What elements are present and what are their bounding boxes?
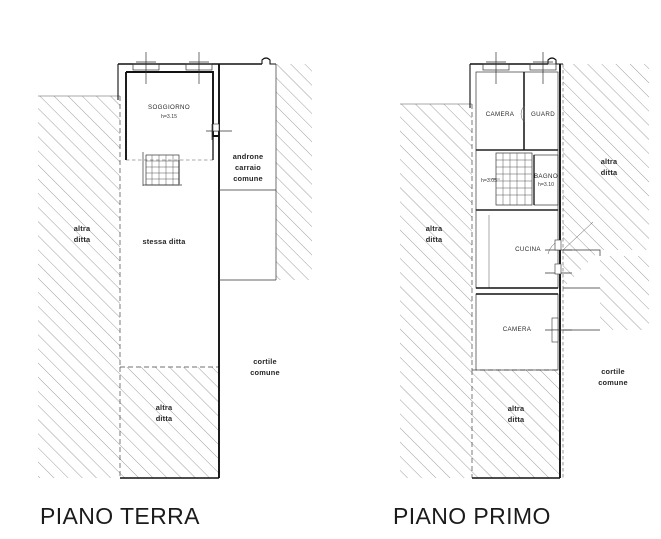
room-height-bagno: h=3.10 (538, 182, 554, 188)
area-label-primo-altra-ditta-left-1: altra (426, 224, 443, 233)
hatch-area-primo-right-lower (600, 256, 649, 330)
area-label-primo-altra-ditta-right-2: ditta (601, 168, 618, 177)
area-label-altra-ditta-left-2: ditta (74, 235, 91, 244)
plan-piano-primo: CAMERA GUARD BAGNO h=3.10 h=3.05 CUCINA … (400, 52, 649, 479)
window-primo-1 (482, 52, 510, 84)
hatch-area-primo-bottom (472, 370, 560, 478)
building-outline-terra (119, 64, 220, 479)
door-terra-right (206, 123, 232, 140)
room-label-guard: GUARD (531, 111, 555, 118)
area-label-primo-cortile-2: comune (598, 378, 628, 387)
window-primo-2 (529, 52, 557, 84)
window-terra-2 (185, 52, 213, 84)
area-label-primo-altra-ditta-bottom-1: altra (508, 404, 525, 413)
area-label-primo-altra-ditta-bottom-2: ditta (508, 415, 525, 424)
cortile-boundary-primo (562, 288, 600, 478)
hatch-area-primo-right-upper (563, 64, 649, 288)
area-label-primo-altra-ditta-right-1: altra (601, 157, 618, 166)
exterior-wall-top-primo (469, 57, 563, 108)
area-label-altra-ditta-bottom-1: altra (156, 403, 173, 412)
room-label-camera-lower: CAMERA (503, 326, 532, 333)
room-label-bagno: BAGNO (534, 173, 558, 180)
door-cucina-right-2 (545, 263, 572, 275)
door-camera-guard (520, 105, 525, 123)
room-label-cucina: CUCINA (515, 246, 541, 253)
area-label-androne-1: androne (233, 152, 264, 161)
stair-height-primo: h=3.05 (481, 178, 497, 184)
area-label-stessa-ditta: stessa ditta (142, 237, 186, 246)
area-label-primo-cortile-1: cortile (601, 367, 625, 376)
area-label-altra-ditta-left: altra (74, 224, 91, 233)
plan-title-piano-terra: PIANO TERRA (40, 503, 200, 529)
area-label-cortile-comune-terra-2: comune (250, 368, 280, 377)
area-label-androne-2: carraio (235, 163, 261, 172)
window-terra-1 (132, 52, 160, 84)
hatch-area-primo-left (400, 103, 472, 478)
room-label-soggiorno: SOGGIORNO (148, 104, 190, 111)
hatch-area-altra-ditta-bottom (120, 367, 219, 478)
area-label-primo-altra-ditta-left-2: ditta (426, 235, 443, 244)
room-soggiorno (125, 71, 219, 161)
room-label-camera-upper: CAMERA (486, 111, 515, 118)
area-label-cortile-comune-terra-1: cortile (253, 357, 277, 366)
balcony-corner-primo (562, 221, 601, 289)
room-height-soggiorno: h=3.15 (161, 114, 177, 120)
plan-title-piano-primo: PIANO PRIMO (393, 503, 551, 529)
area-label-androne-3: comune (233, 174, 263, 183)
plan-piano-terra: SOGGIORNO h=3.15 altra ditta stessa ditt… (38, 52, 312, 479)
staircase-terra (142, 152, 182, 186)
staircase-primo (489, 152, 533, 206)
area-label-altra-ditta-bottom-2: ditta (156, 414, 173, 423)
corridor-androne-terra (219, 64, 277, 281)
hatch-area-right-upper (276, 64, 312, 280)
hatch-area-altra-ditta-left (38, 95, 120, 478)
